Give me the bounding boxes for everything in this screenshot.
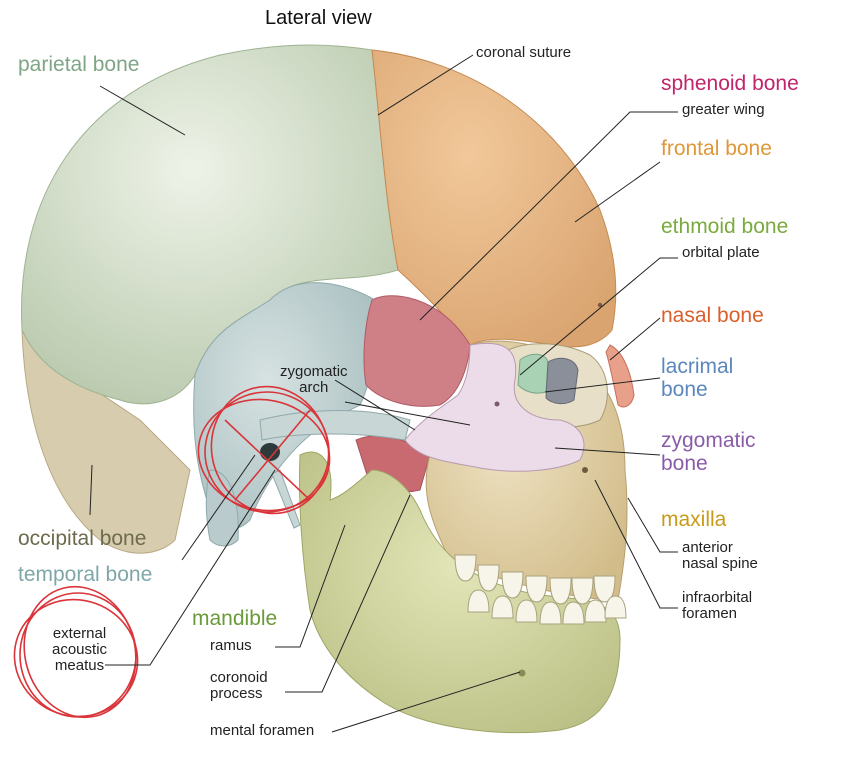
leader-lines bbox=[89, 54, 678, 733]
meatus-highlight bbox=[197, 385, 331, 515]
external-acoustic-meatus-hole bbox=[260, 443, 280, 461]
sphenoid-bone-label: sphenoid bone bbox=[661, 72, 799, 95]
styloid-process-shape bbox=[271, 469, 301, 529]
label-highlight bbox=[13, 585, 139, 719]
external-acoustic-meatus-label: external acoustic meatus bbox=[52, 625, 108, 675]
orbital-plate-label: orbital plate bbox=[682, 244, 760, 261]
ethmoid-orbital-plate-shape bbox=[517, 353, 549, 394]
nasal-bone-shape bbox=[605, 344, 635, 408]
diagram-title: Lateral view bbox=[265, 7, 372, 29]
upper-tooth bbox=[454, 554, 477, 582]
occipital-bone-label: occipital bone bbox=[18, 527, 147, 550]
coronal-suture-label: coronal suture bbox=[476, 44, 572, 61]
frontal-bone-label: frontal bone bbox=[661, 137, 772, 160]
teeth bbox=[454, 554, 627, 625]
upper-tooth bbox=[501, 571, 524, 599]
occipital-bone-shape bbox=[21, 328, 191, 554]
upper-tooth bbox=[593, 575, 616, 603]
lacrimal-bone-label: lacrimal bone bbox=[661, 355, 734, 401]
ramus-label: ramus bbox=[210, 637, 252, 654]
ethmoid-bone-label: ethmoid bone bbox=[661, 215, 789, 238]
upper-tooth bbox=[525, 575, 548, 603]
sphenoid-greater-wing-shape bbox=[363, 295, 471, 407]
upper-tooth bbox=[571, 577, 594, 605]
lower-tooth bbox=[467, 589, 490, 613]
maxilla-label: maxilla bbox=[661, 508, 727, 531]
temporal-bone-label: temporal bone bbox=[18, 563, 153, 586]
mandible-label: mandible bbox=[192, 607, 278, 630]
zygomatic-foramen-dot bbox=[494, 401, 500, 407]
infraorbital-foramen-dot bbox=[582, 467, 588, 473]
lacrimal-bone-shape bbox=[545, 357, 579, 405]
zygomatic-bone-shape bbox=[404, 342, 585, 472]
anterior-nasal-spine-label: anterior nasal spine bbox=[682, 539, 758, 573]
lower-tooth bbox=[604, 595, 627, 619]
mandible-shape bbox=[298, 451, 621, 734]
lower-tooth bbox=[515, 599, 538, 623]
upper-tooth bbox=[549, 577, 572, 605]
parietal-bone-label: parietal bone bbox=[18, 53, 140, 76]
mental-foramen-label: mental foramen bbox=[210, 722, 315, 739]
lower-tooth bbox=[562, 601, 585, 625]
supraorbital-dot bbox=[597, 302, 603, 308]
zygomatic-arch-label: zygomatic arch bbox=[280, 363, 348, 397]
zygomatic-bone-label: zygomatic bone bbox=[661, 429, 756, 475]
infraorbital-foramen-label: infraorbital foramen bbox=[682, 589, 753, 623]
upper-tooth bbox=[477, 564, 500, 592]
nasal-bone-label: nasal bone bbox=[661, 304, 764, 327]
lower-tooth bbox=[539, 601, 562, 625]
greater-wing-label: greater wing bbox=[682, 101, 765, 118]
mental-foramen-dot bbox=[518, 669, 526, 677]
coronoid-process-label: coronoid process bbox=[210, 669, 268, 703]
zygomatic-arch-shape bbox=[259, 410, 411, 441]
lower-tooth bbox=[491, 595, 514, 619]
